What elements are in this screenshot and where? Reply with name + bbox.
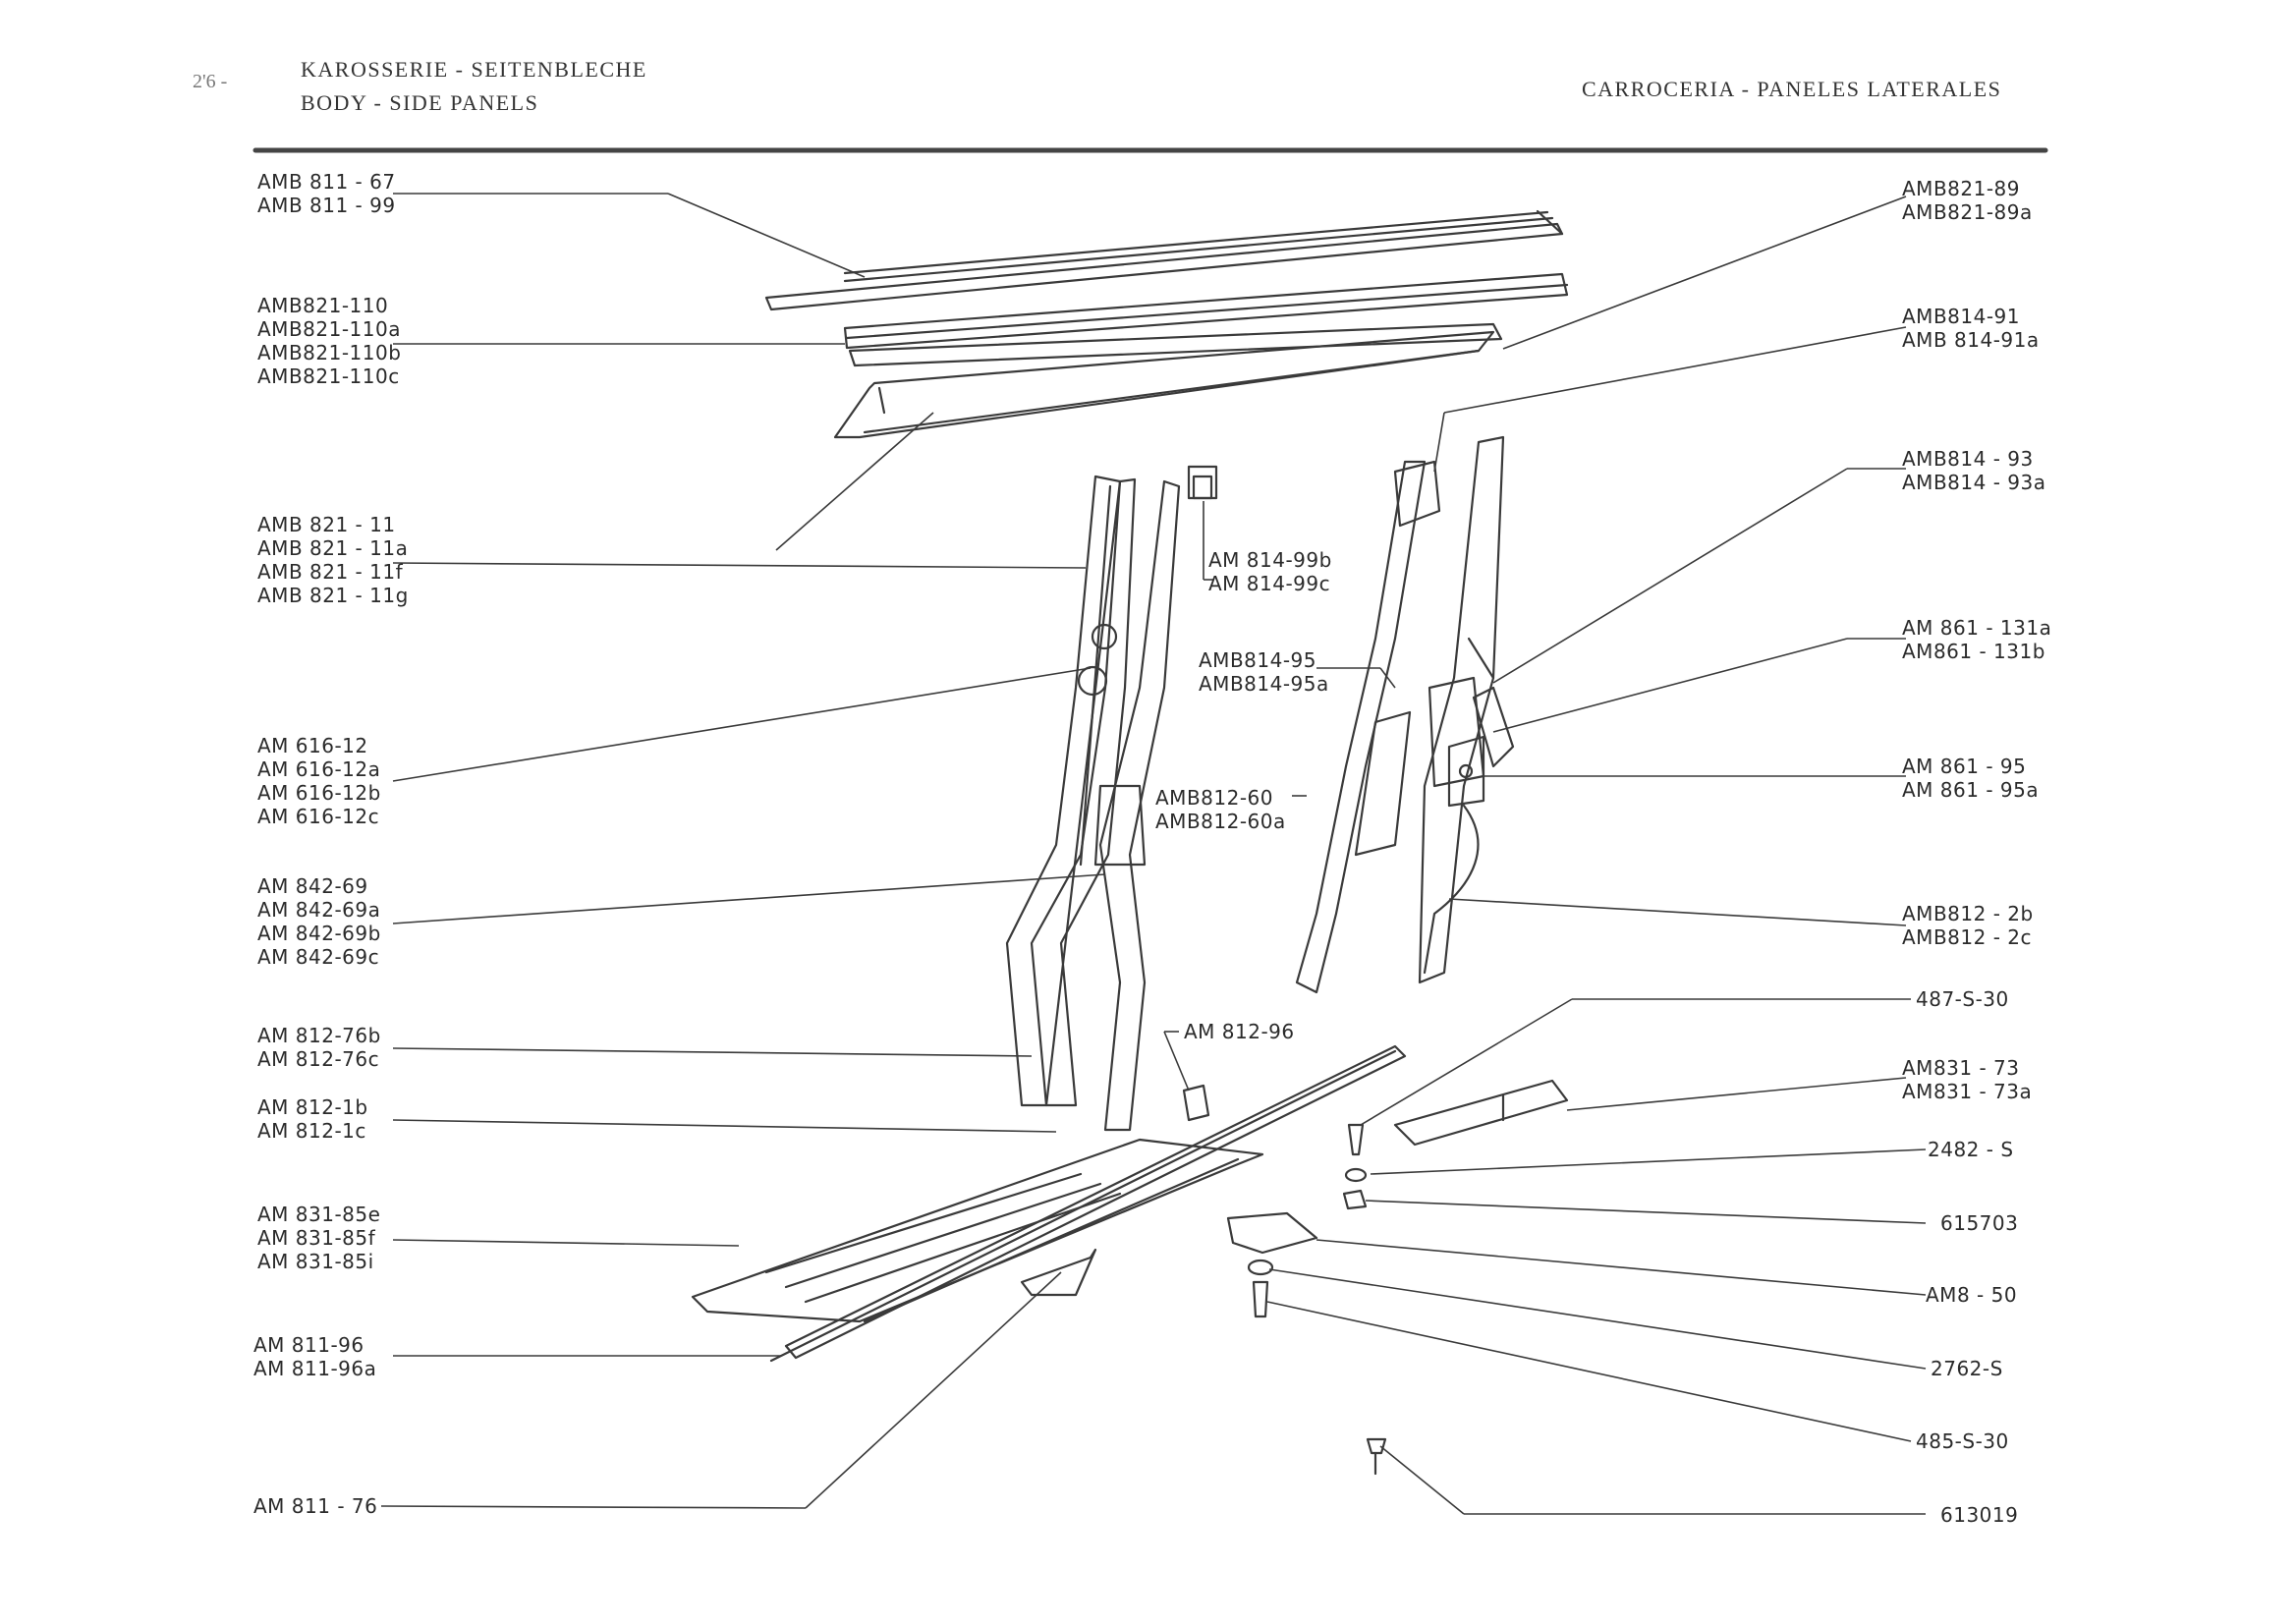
part-number: AM 812-76b [257,1024,381,1047]
part-number: AMB814-95 [1199,648,1316,672]
part-number: AMB821-110 [257,294,389,317]
callout-group-rocker-clip: AM 812-96 [1184,1020,1295,1043]
callout-group-hinge-mount: AM 861 - 131a AM861 - 131b [1902,616,2051,663]
callout-washer-2482: 2482 - S [1928,1138,2014,1161]
part-number: AM 861 - 95 [1902,755,2027,778]
part-number: AM831 - 73 [1902,1056,2020,1080]
part-number: AMB821-89 [1902,177,2020,200]
b-pillar [1005,465,1218,1132]
part-number: AMB 821 - 11 [257,513,396,536]
part-number: AM 811-96a [253,1357,377,1380]
part-number: AM861 - 131b [1902,640,2045,663]
callout-group-a-pillar-outer: AMB812-60 AMB812-60a [1155,786,1286,833]
page-number: 2'6 - [193,71,228,92]
part-number: AM 811-96 [253,1333,364,1357]
callout-group-hinge-plate: AM 861 - 95 AM 861 - 95a [1902,755,2039,802]
a-pillar [1295,435,1515,994]
part-number: 613019 [1940,1503,2019,1527]
part-number: AM 812-1b [257,1095,368,1119]
roof-rail-middle [843,272,1569,367]
callout-screw-485: 485-S-30 [1916,1429,2009,1453]
part-number: AMB 821 - 11g [257,584,409,607]
part-number: AM 842-69c [257,945,380,969]
part-number: AMB812 - 2c [1902,925,2032,949]
callout-group-a-pillar-bracket: AMB814-95 AMB814-95a [1199,648,1329,696]
callout-group-sill: AM 811-96 AM 811-96a [253,1333,376,1380]
callout-group-b-pillar-reinforcement: AM 812-1b AM 812-1c [257,1095,368,1143]
rocker-panel [691,1044,1407,1363]
title-english: BODY - SIDE PANELS [301,90,539,115]
part-number: AM 861 - 131a [1902,616,2052,640]
callout-group-floor-side-panel: AM 831-85e AM 831-85f AM 831-85i [257,1203,380,1273]
callout-group-b-pillar-plugs: AM 616-12 AM 616-12a AM 616-12b AM 616-1… [257,734,381,828]
part-number: AM 861 - 95a [1902,778,2040,802]
part-number: AMB821-110a [257,317,401,341]
part-number: AM 812-76c [257,1047,380,1071]
part-number: AMB814 - 93a [1902,471,2046,494]
callout-washer-2762: 2762-S [1931,1357,2003,1380]
part-number: AM 814-99c [1208,572,1331,595]
callout-group-a-pillar-lower: AMB812 - 2b AMB812 - 2c [1902,902,2034,949]
part-number: AM 814-99b [1208,548,1332,572]
title-german: KAROSSERIE - SEITENBLECHE [301,57,647,82]
part-number: AM 616-12c [257,805,380,828]
title-spanish: CARROCERIA - PANELES LATERALES [1582,77,2002,101]
callout-group-roof-rail-trim: AMB 811 - 67 AMB 811 - 99 [257,170,396,217]
callout-group-b-pillar-clip: AM 814-99b AM 814-99c [1208,548,1332,595]
callout-group-roof-rail-rear: AMB821-89 AMB821-89a [1902,177,2033,224]
part-number: AM8 - 50 [1926,1283,2018,1307]
callout-group-sill-bracket: AM 811 - 76 [253,1494,377,1518]
callout-group-a-pillar-inner: AMB814 - 93 AMB814 - 93a [1902,447,2045,494]
callout-group-sill-strip: AM831 - 73 AM831 - 73a [1902,1056,2032,1103]
callout-clip-613019: 613019 [1940,1503,2018,1527]
callout-group-b-pillar-outer: AMB 821 - 11 AMB 821 - 11a AMB 821 - 11f… [257,513,409,607]
part-number: AM831 - 73a [1902,1080,2033,1103]
part-number: AMB812-60a [1155,810,1286,833]
callout-group-a-pillar-upper: AMB814-91 AMB 814-91a [1902,305,2040,352]
roof-rail-lower [833,330,1495,439]
part-number: AMB 811 - 67 [257,170,396,194]
part-number: AMB 814-91a [1902,328,2040,352]
part-number: AM 842-69 [257,874,368,898]
part-number: AMB821-89a [1902,200,2033,224]
part-number: AM 812-1c [257,1119,366,1143]
callout-screw-487: 487-S-30 [1916,987,2009,1011]
part-number: 485-S-30 [1916,1429,2009,1453]
part-number: AM 812-96 [1184,1020,1295,1043]
part-number: AM 831-85f [257,1226,376,1250]
part-number: AMB 821 - 11a [257,536,409,560]
part-number: AMB821-110b [257,341,402,364]
part-number: AMB814 - 93 [1902,447,2034,471]
part-number: 2482 - S [1928,1138,2014,1161]
part-number: 487-S-30 [1916,987,2009,1011]
part-number: AM 831-85e [257,1203,381,1226]
part-number: AMB821-110c [257,364,400,388]
part-number: AM 842-69a [257,898,381,922]
roof-rail-upper [764,209,1564,311]
part-number: 615703 [1940,1211,2019,1235]
part-number: AM 616-12b [257,781,381,805]
part-number: AMB812 - 2b [1902,902,2034,925]
part-number: AMB 811 - 99 [257,194,396,217]
callout-group-b-pillar-inner: AM 812-76b AM 812-76c [257,1024,381,1071]
callout-nut-615703: 615703 [1940,1211,2018,1235]
callout-bracket-am8-50: AM8 - 50 [1926,1283,2017,1307]
part-number: AMB814-91 [1902,305,2020,328]
callout-group-b-pillar-plate: AM 842-69 AM 842-69a AM 842-69b AM 842-6… [257,874,381,969]
part-number: AMB 821 - 11f [257,560,404,584]
part-number: AM 842-69b [257,922,381,945]
part-number: AM 831-85i [257,1250,374,1273]
hardware [1226,1079,1569,1476]
part-number: 2762-S [1931,1357,2003,1380]
callout-group-roof-rail: AMB821-110 AMB821-110a AMB821-110b AMB82… [257,294,401,388]
part-number: AM 811 - 76 [253,1494,378,1518]
part-number: AM 616-12 [257,734,368,757]
part-number: AM 616-12a [257,757,381,781]
part-number: AMB812-60 [1155,786,1273,810]
part-number: AMB814-95a [1199,672,1329,696]
